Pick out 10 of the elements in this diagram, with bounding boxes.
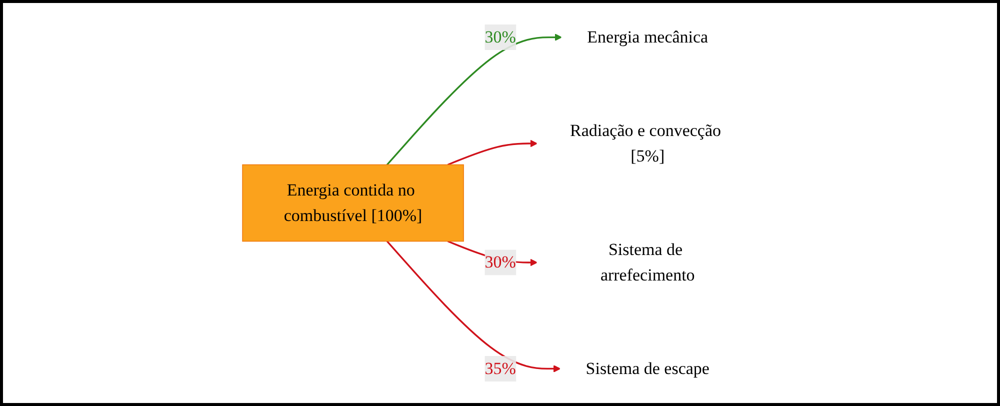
edge-label: 30% — [484, 253, 516, 272]
arrow — [386, 34, 562, 166]
edge-label: 30% — [484, 28, 516, 47]
node-box: Energia contida no combustível [100%] — [242, 164, 464, 242]
edge-label: 35% — [484, 359, 516, 378]
node-text: Sistema de arrefecimento — [600, 240, 694, 285]
node-text: Radiação e convecção [5%] — [570, 121, 721, 166]
node-text: Sistema de escape — [585, 359, 710, 378]
node-text: Energia mecânica — [586, 28, 708, 47]
arrow — [447, 140, 538, 166]
